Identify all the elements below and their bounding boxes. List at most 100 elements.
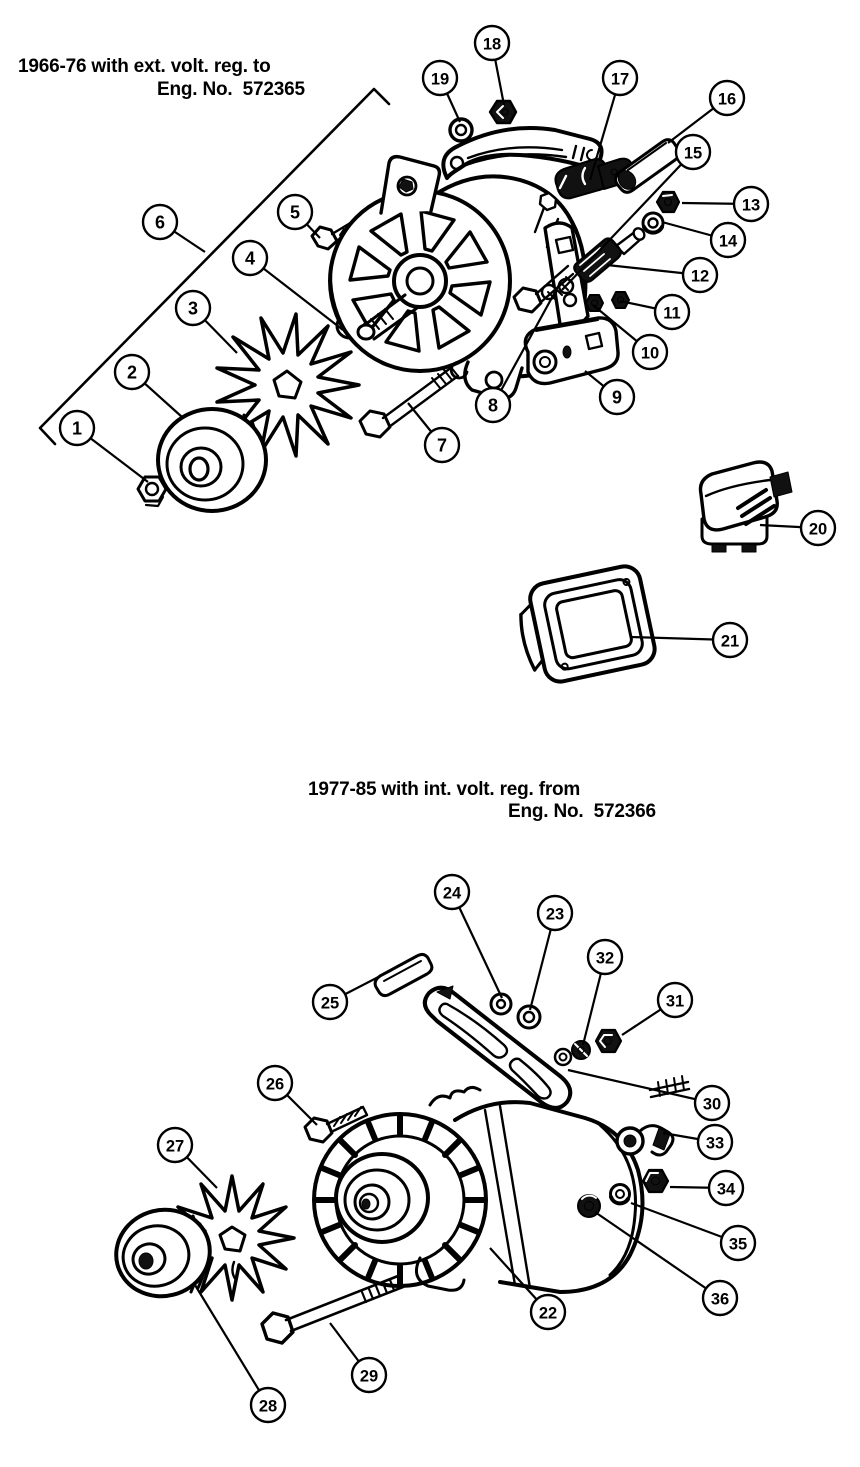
callout-6-balloon: 6 (141, 203, 206, 253)
pulley-drawing-2 (114, 1207, 212, 1299)
svg-text:29: 29 (360, 1368, 378, 1386)
svg-text:21: 21 (721, 633, 739, 651)
terminal-nut-drawing (655, 190, 681, 214)
svg-text:8: 8 (488, 396, 498, 416)
callout-33-balloon: 33 (662, 1123, 734, 1161)
callout-24-balloon: 24 (433, 873, 503, 999)
callout-25-balloon: 25 (311, 969, 393, 1021)
svg-text:33: 33 (706, 1135, 724, 1153)
adjust-bolt-drawing-2 (303, 1105, 369, 1144)
callout-23-balloon: 23 (528, 894, 574, 1011)
terminal-washers-drawing (577, 1183, 631, 1218)
bracket-hardware-stack-drawing (553, 1028, 623, 1067)
callout-30-balloon: 30 (567, 1068, 731, 1122)
alternator-body-drawing-2 (312, 1075, 691, 1294)
regulator-cover-drawing (519, 564, 657, 684)
callout-27-balloon: 27 (156, 1126, 218, 1189)
callout-5-balloon: 5 (276, 193, 321, 239)
through-bolt-drawing-2 (260, 1274, 405, 1345)
top-section-title-line2: Eng. No. 572365 (157, 79, 305, 100)
svg-text:12: 12 (691, 268, 709, 286)
locating-pin-drawing (373, 952, 434, 998)
terminal-nut-drawing-2 (641, 1168, 670, 1194)
callout-14-balloon: 14 (661, 220, 747, 259)
callout-32-balloon: 32 (581, 938, 624, 1046)
fan-drawing (215, 312, 361, 458)
svg-text:23: 23 (546, 906, 564, 924)
pivot-bracket-drawing (523, 316, 620, 386)
svg-text:27: 27 (166, 1138, 184, 1156)
svg-text:36: 36 (711, 1291, 729, 1309)
terminal-washer-drawing (641, 211, 665, 235)
callout-15-balloon: 15 (561, 133, 712, 291)
callout-36-balloon: 36 (594, 1211, 739, 1317)
callout-17-balloon: 17 (588, 59, 639, 181)
svg-text:26: 26 (266, 1076, 284, 1094)
adjusting-bracket-drawing-2 (422, 985, 573, 1110)
svg-text:22: 22 (539, 1305, 557, 1323)
svg-text:10: 10 (641, 345, 659, 363)
callout-9-balloon: 9 (584, 370, 636, 416)
callout-31-balloon: 31 (621, 981, 694, 1036)
svg-text:14: 14 (719, 233, 738, 251)
bottom-section-title-line1: 1977-85 with int. volt. reg. from (308, 779, 581, 800)
callout-34-balloon: 34 (669, 1169, 745, 1207)
callout-22-balloon: 22 (489, 1247, 567, 1331)
svg-text:19: 19 (431, 71, 449, 89)
group-bracket-line (38, 87, 391, 446)
svg-text:9: 9 (612, 388, 622, 408)
svg-text:18: 18 (483, 36, 501, 54)
svg-text:35: 35 (729, 1236, 747, 1254)
svg-text:32: 32 (596, 950, 614, 968)
callout-19-balloon: 19 (421, 59, 462, 123)
svg-text:25: 25 (321, 995, 339, 1013)
callout-21-balloon: 21 (629, 621, 749, 659)
top-exploded-diagram-1966-76 (38, 87, 793, 684)
callout-12-balloon: 12 (606, 256, 719, 294)
callout-29-balloon: 29 (329, 1322, 388, 1394)
bottom-section-title-line2: Eng. No. 572366 (508, 801, 656, 822)
svg-text:6: 6 (155, 213, 165, 233)
svg-text:16: 16 (718, 91, 736, 109)
callout-13-balloon: 13 (681, 185, 770, 223)
callout-18-balloon: 18 (473, 24, 511, 106)
svg-text:30: 30 (703, 1096, 721, 1114)
callout-10-balloon: 10 (592, 304, 669, 371)
top-section-title-line1: 1966-76 with ext. volt. reg. to (18, 56, 271, 77)
svg-text:17: 17 (611, 71, 629, 89)
bracket-washer-drawing (448, 117, 474, 143)
svg-text:34: 34 (717, 1181, 736, 1199)
svg-text:1: 1 (72, 419, 82, 439)
svg-text:20: 20 (809, 521, 827, 539)
callout-8-balloon: 8 (474, 282, 561, 424)
insulator-sleeve-drawing (614, 138, 681, 194)
through-bolt-drawing (358, 360, 469, 439)
callout-16-balloon: 16 (667, 79, 746, 144)
callout-1-balloon: 1 (58, 409, 149, 483)
svg-text:5: 5 (290, 203, 300, 223)
svg-text:13: 13 (742, 197, 760, 215)
callout-28-balloon: 28 (194, 1284, 287, 1424)
callout-11-balloon: 11 (619, 293, 691, 331)
svg-text:24: 24 (443, 885, 462, 903)
terminal-elbow-drawing-2 (615, 1124, 675, 1157)
callout-35-balloon: 35 (630, 1201, 757, 1262)
bracket-nut-drawing (488, 99, 518, 125)
callout-7-balloon: 7 (407, 402, 461, 464)
svg-text:2: 2 (127, 363, 137, 383)
voltage-regulator-drawing (698, 460, 793, 553)
svg-text:7: 7 (437, 436, 447, 456)
svg-text:4: 4 (245, 249, 255, 269)
pulley-drawing (156, 407, 268, 513)
bracket-washers-drawing (489, 992, 542, 1030)
svg-text:31: 31 (666, 993, 684, 1011)
svg-text:11: 11 (663, 305, 680, 323)
bearing-roller-drawing (573, 227, 646, 283)
callout-20-balloon: 20 (759, 509, 837, 547)
terminal-elbow-drawing (538, 157, 636, 212)
bottom-exploded-diagram-1977-85 (114, 952, 691, 1345)
callout-2-balloon: 2 (113, 353, 183, 418)
svg-text:28: 28 (259, 1398, 277, 1416)
